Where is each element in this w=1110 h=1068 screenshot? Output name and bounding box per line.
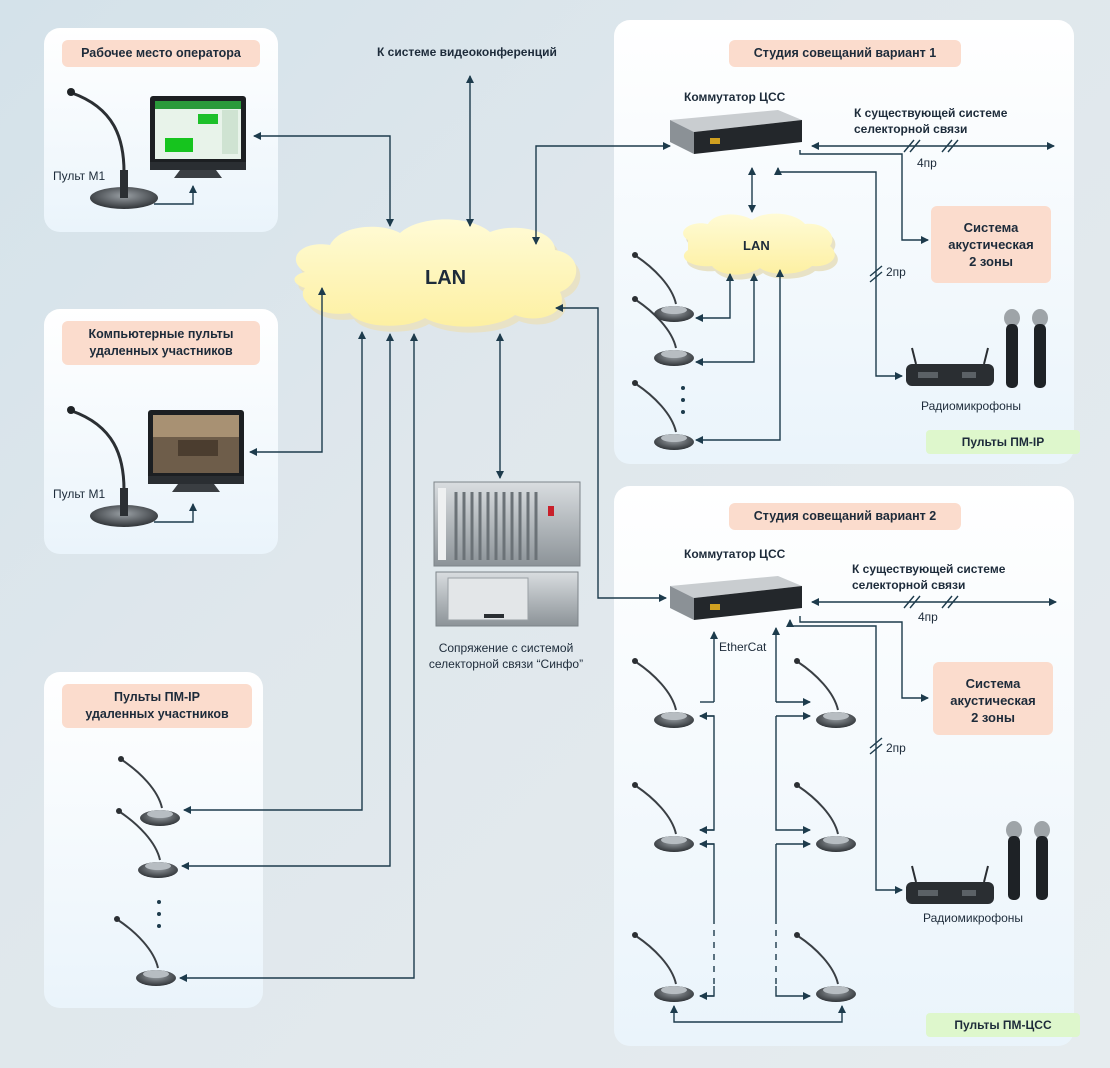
studio1-switch-label: Коммутатор ЦСС xyxy=(684,90,786,104)
studio1-lan-label: LAN xyxy=(743,238,770,253)
studio1-ext-label: К существующей системе селекторной связи xyxy=(854,105,1007,137)
remote-pc-monitor xyxy=(148,410,244,492)
studio1-ext-line1: К существующей системе xyxy=(854,106,1008,120)
studio2-console-r2 xyxy=(793,781,857,853)
lan-cloud xyxy=(294,219,581,333)
studio1-radio-receiver xyxy=(905,347,995,387)
lan-main-label: LAN xyxy=(425,267,467,289)
studio1-acoustic-line1: Система xyxy=(963,220,1019,235)
studio2-console-r1 xyxy=(793,657,857,729)
studio1-switch xyxy=(670,110,802,154)
studio1-radio-label: Радиомикрофоны xyxy=(921,399,1022,413)
operator-desk-mic xyxy=(67,88,158,209)
remote-pc-console-label: Пульт М1 xyxy=(53,487,106,501)
remote-pm-title: Пульты ПМ-IP удаленных участников xyxy=(62,684,252,728)
studio2-radio-receiver xyxy=(905,865,995,905)
studio2-switch-label: Коммутатор ЦСС xyxy=(684,547,786,561)
studio2-console-l3 xyxy=(631,931,695,1003)
studio1-handheld-mic-2 xyxy=(1032,309,1048,388)
studio1-handheld-mic-1 xyxy=(1004,309,1020,388)
remote-pc-title-line2: удаленных участников xyxy=(89,344,233,358)
operator-console-label: Пульт М1 xyxy=(53,169,106,183)
studio2-handheld-mic-2 xyxy=(1034,821,1050,900)
studio2-console-r3 xyxy=(793,931,857,1003)
remote-pm-title-line1: Пульты ПМ-IP xyxy=(114,690,200,704)
studio2-console-l1 xyxy=(631,657,695,729)
studio1-console-2 xyxy=(631,295,695,367)
studio2-handheld-mic-1 xyxy=(1006,821,1022,900)
studio2-title: Студия совещаний вариант 2 xyxy=(729,503,961,530)
studio2-ext-line1: К существующей системе xyxy=(852,562,1006,576)
studio2-bus-label: EtherCat xyxy=(719,640,767,654)
operator-title: Рабочее место оператора xyxy=(62,40,260,67)
studio2-wire-2: 2пр xyxy=(886,741,906,755)
remote-pm-ellipsis xyxy=(157,900,161,928)
studio1-acoustic: Система акустическая 2 зоны xyxy=(931,206,1051,283)
studio1-ellipsis xyxy=(681,386,685,414)
remote-pm-title-line2: удаленных участников xyxy=(85,707,229,721)
remote-pc-desk-mic xyxy=(67,406,158,527)
studio2-ext-line2: селекторной связи xyxy=(852,578,966,592)
video-conf-label: К системе видеоконференций xyxy=(377,45,557,59)
studio1-console-3 xyxy=(631,379,695,451)
studio1-title: Студия совещаний вариант 1 xyxy=(729,40,961,67)
remote-pm-console-1 xyxy=(117,755,181,827)
operator-monitor xyxy=(150,96,246,178)
studio1-acoustic-line2: акустическая xyxy=(948,237,1034,252)
studio2-radio-label: Радиомикрофоны xyxy=(923,911,1024,925)
studio2-acoustic-line2: акустическая xyxy=(950,693,1036,708)
studio2-consoles-label: Пульты ПМ-ЦСС xyxy=(926,1013,1080,1037)
remote-pc-title: Компьютерные пульты удаленных участников xyxy=(62,321,260,365)
studio1-wire-2: 2пр xyxy=(886,265,906,279)
sinfo-rack xyxy=(433,481,581,627)
remote-pc-title-line1: Компьютерные пульты xyxy=(88,327,234,341)
studio2-wire-4: 4пр xyxy=(918,610,938,624)
studio2-switch xyxy=(670,576,802,620)
studio2-acoustic-line1: Система xyxy=(965,676,1021,691)
remote-pm-console-3 xyxy=(113,915,177,987)
studio2-acoustic: Система акустическая 2 зоны xyxy=(933,662,1053,735)
studio1-wire-4: 4пр xyxy=(917,156,937,170)
studio2-ext-label: К существующей системе селекторной связи xyxy=(852,561,1005,593)
studio2-acoustic-line3: 2 зоны xyxy=(971,710,1015,725)
studio2-console-l2 xyxy=(631,781,695,853)
connection-lines xyxy=(154,75,1057,1023)
studio1-consoles-label: Пульты ПМ-IP xyxy=(926,430,1080,454)
sinfo-caption-line2: селекторной связи “Синфо” xyxy=(428,657,584,671)
sinfo-caption-line1: Сопряжение с системой xyxy=(438,641,574,655)
sinfo-caption: Сопряжение с системой селекторной связи … xyxy=(420,640,592,672)
studio1-console-1 xyxy=(631,251,695,323)
studio1-acoustic-line3: 2 зоны xyxy=(969,254,1013,269)
studio1-ext-line2: селекторной связи xyxy=(854,122,968,136)
